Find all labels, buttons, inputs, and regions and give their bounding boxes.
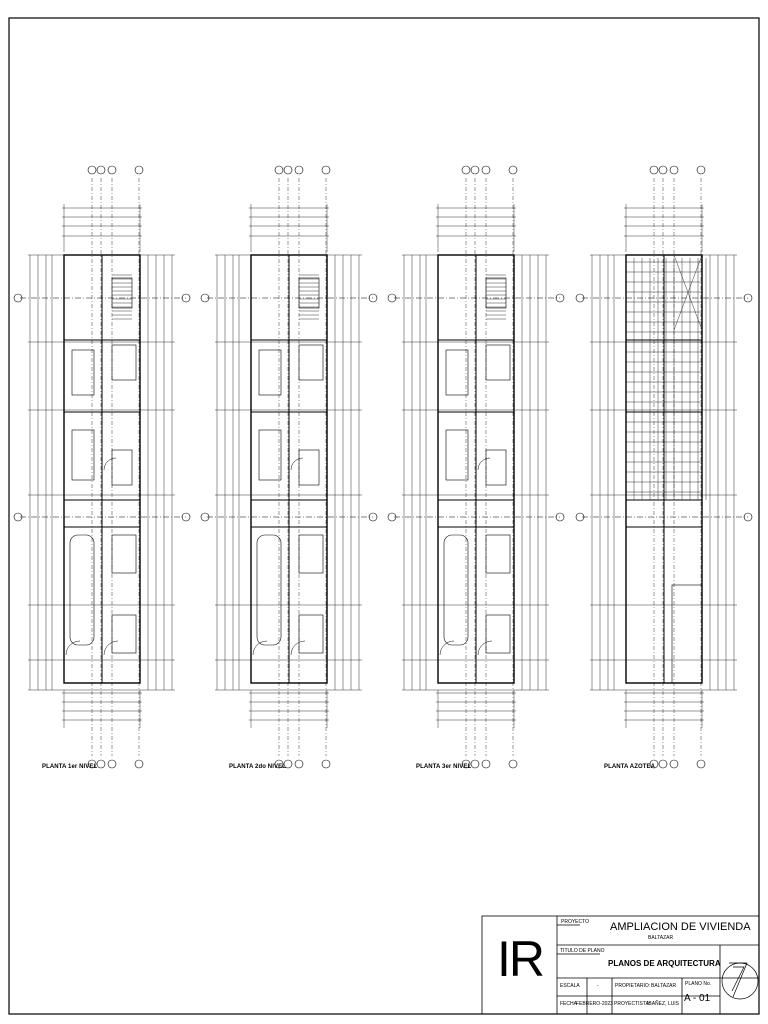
plano-label: PLANO No. [685,981,712,987]
propietario-label: PROPIETARIO: [615,983,651,989]
sheet-border [8,17,760,1015]
escala-value: - [597,983,599,989]
proyecto-value: AMPLIACION DE VIVIENDA [610,921,751,933]
seal-icon [721,962,759,1000]
floor-plan-3 [387,165,565,769]
logo-text: IR [497,931,545,987]
fecha-value: FEBRERO-2023 [576,1001,613,1007]
floor-plan-2 [200,165,378,769]
plano-value: A - 01 [684,993,711,1004]
plan-label-1: PLANTA 1er NIVEL [42,764,98,770]
proyectista-value: IBAÑEZ, LUIS [647,1001,679,1007]
plan-label-4: PLANTA AZOTEA [604,764,656,770]
proyectista-label: PROYECTISTA: [614,1001,651,1007]
title-block [481,915,760,1015]
floor-plan-1 [13,165,191,769]
floor-plan-4 [575,165,753,769]
plan-label-3: PLANTA 3er NIVEL [416,764,472,770]
fecha-label: FECHA [560,1001,577,1007]
proyecto-label: PROYECTO [561,919,589,925]
propietario-value: BALTAZAR [651,983,677,989]
titulo-value: PLANOS DE ARQUITECTURA [608,959,721,968]
floor-plans [13,165,753,769]
proyecto-sub: BALTAZAR [648,935,674,941]
escala-label: ESCALA [560,983,580,989]
titulo-label: TITULO DE PLANO [560,948,605,954]
plan-label-2: PLANTA 2do NIVEL [229,764,286,770]
